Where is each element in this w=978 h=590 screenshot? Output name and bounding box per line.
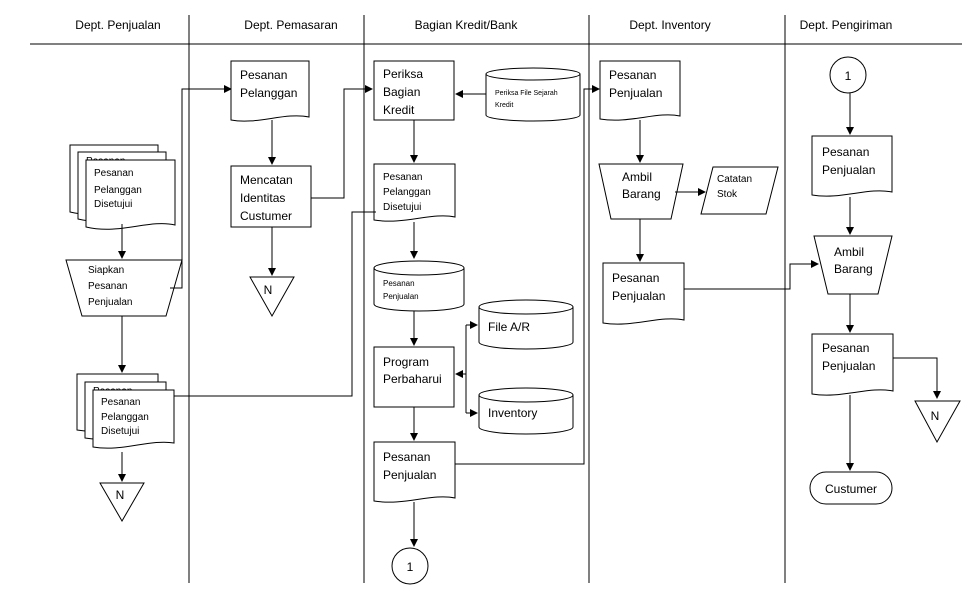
shape-text-line: Ambil [834, 245, 864, 259]
shape-text-line: Perbaharui [383, 372, 442, 386]
offpage-connector-n-pemasaran: N [249, 276, 295, 318]
doc-text-line: Pesanan [383, 450, 430, 464]
lane-title-kredit: Bagian Kredit/Bank [415, 18, 519, 32]
doc-text-line: Disetujui [101, 426, 139, 437]
doc-pesanan-penjualan-pengiriman-top: Pesanan Penjualan [811, 135, 893, 197]
doc-text-line: Disetujui [383, 202, 421, 213]
shape-text-line: Program [383, 355, 429, 369]
doc-pesanan-penjualan-kredit: Pesanan Penjualan [373, 441, 456, 503]
doc-stack-pesanan-pelanggan-disetujui-bottom: Pesanan Pesanan Pelanggan Disetujui [76, 373, 175, 449]
doc-text-line: Pesanan [609, 68, 656, 82]
doc-text-line: Penjualan [822, 359, 875, 373]
doc-text-line: Disetujui [94, 199, 132, 210]
shape-text-line: Identitas [240, 191, 285, 205]
terminator-custumer: Custumer [809, 471, 893, 505]
doc-text-line: Pesanan [822, 145, 869, 159]
shape-text-line: Kredit [383, 103, 415, 117]
doc-text-line: Pesanan [94, 168, 133, 179]
shape-text-line: Periksa [383, 67, 423, 81]
offpage-connector-n-pengiriman: N [914, 400, 961, 444]
manual-op-ambil-barang-pengiriman: Ambil Barang [813, 235, 893, 295]
connector-1-kredit: 1 [391, 547, 429, 585]
doc-text-line: Pelanggan [101, 412, 149, 423]
shape-text-line: Kredit [495, 102, 513, 109]
database-file-ar: File A/R [478, 299, 574, 350]
offpage-label: N [931, 409, 940, 423]
doc-text-line: Penjualan [612, 289, 665, 303]
database-inventory: Inventory [478, 387, 574, 435]
shape-text-line: Catatan [717, 174, 752, 185]
manual-op-ambil-barang-inventory: Ambil Barang [598, 163, 684, 220]
lane-title-pengiriman: Dept. Pengiriman [800, 18, 893, 32]
shape-text-line: Custumer [240, 209, 292, 223]
shape-text-line: Pesanan [383, 279, 415, 288]
shape-text-line: Penjualan [88, 297, 132, 308]
doc-text-line: Pesanan [101, 397, 140, 408]
shape-text-line: Ambil [622, 170, 652, 184]
connector-label: 1 [407, 560, 414, 574]
shape-text-line: Periksa File Sejarah [495, 90, 558, 97]
io-catatan-stok: Catatan Stok [700, 166, 779, 215]
shape-text-line: Mencatan [240, 173, 293, 187]
doc-pesanan-pelanggan: Pesanan Pelanggan [230, 60, 310, 122]
shape-text-line: File A/R [488, 320, 530, 334]
offpage-connector-n-penjualan: N [99, 482, 145, 522]
database-periksa-file-sejarah-kredit: Periksa File Sejarah Kredit [485, 67, 581, 122]
flow-arrow [455, 85, 600, 465]
offpage-label: N [264, 283, 273, 297]
doc-text-line: Pesanan [612, 271, 659, 285]
doc-text-line: Penjualan [822, 163, 875, 177]
shape-text-line: Bagian [383, 85, 420, 99]
process-periksa-bagian-kredit: Periksa Bagian Kredit [373, 60, 455, 121]
doc-text-line: Pelanggan [94, 185, 142, 196]
doc-pesanan-penjualan-inventory-bottom: Pesanan Penjualan [602, 262, 685, 325]
terminator-label: Custumer [825, 482, 877, 496]
doc-text-line: Pelanggan [383, 187, 431, 198]
flow-arrow [684, 260, 819, 290]
lane-title-pemasaran: Dept. Pemasaran [244, 18, 337, 32]
doc-text-line: Pesanan [383, 172, 422, 183]
process-mencatan-identitas-custumer: Mencatan Identitas Custumer [230, 165, 312, 228]
shape-text-line: Barang [622, 187, 661, 201]
offpage-label: N [116, 488, 125, 502]
doc-pesanan-pelanggan-disetujui: Pesanan Pelanggan Disetujui [373, 163, 456, 222]
shape-text-line: Pesanan [88, 281, 127, 292]
database-pesanan-penjualan: Pesanan Penjualan [373, 260, 465, 312]
manual-op-siapkan-pesanan-penjualan: Siapkan Pesanan Penjualan [65, 259, 183, 317]
shape-text-line: Stok [717, 189, 738, 200]
shape-text-line: Inventory [488, 406, 537, 420]
connector-label: 1 [845, 69, 852, 83]
flow-arrow [893, 357, 941, 399]
doc-pesanan-penjualan-inventory-top: Pesanan Penjualan [599, 60, 681, 121]
connector-1-pengiriman: 1 [829, 56, 867, 94]
flow-arrow [170, 85, 232, 289]
process-program-perbaharui: Program Perbaharui [373, 346, 455, 408]
doc-text-line: Penjualan [383, 468, 436, 482]
doc-pesanan-penjualan-pengiriman-bottom: Pesanan Penjualan [811, 333, 894, 396]
flow-arrow [311, 85, 373, 199]
doc-text-line: Pesanan [822, 341, 869, 355]
flow-connector-line [174, 211, 376, 397]
shape-text-line: Penjualan [383, 292, 419, 301]
doc-text-line: Penjualan [609, 86, 662, 100]
doc-stack-pesanan-pelanggan-disetujui-top: Pesanan Pesanan Pelanggan Disetujui [69, 144, 176, 230]
doc-text-line: Pelanggan [240, 86, 297, 100]
lane-title-inventory: Dept. Inventory [629, 18, 710, 32]
shape-text-line: Siapkan [88, 265, 124, 276]
lane-title-penjualan: Dept. Penjualan [75, 18, 160, 32]
shape-text-line: Barang [834, 262, 873, 276]
doc-text-line: Pesanan [240, 68, 287, 82]
